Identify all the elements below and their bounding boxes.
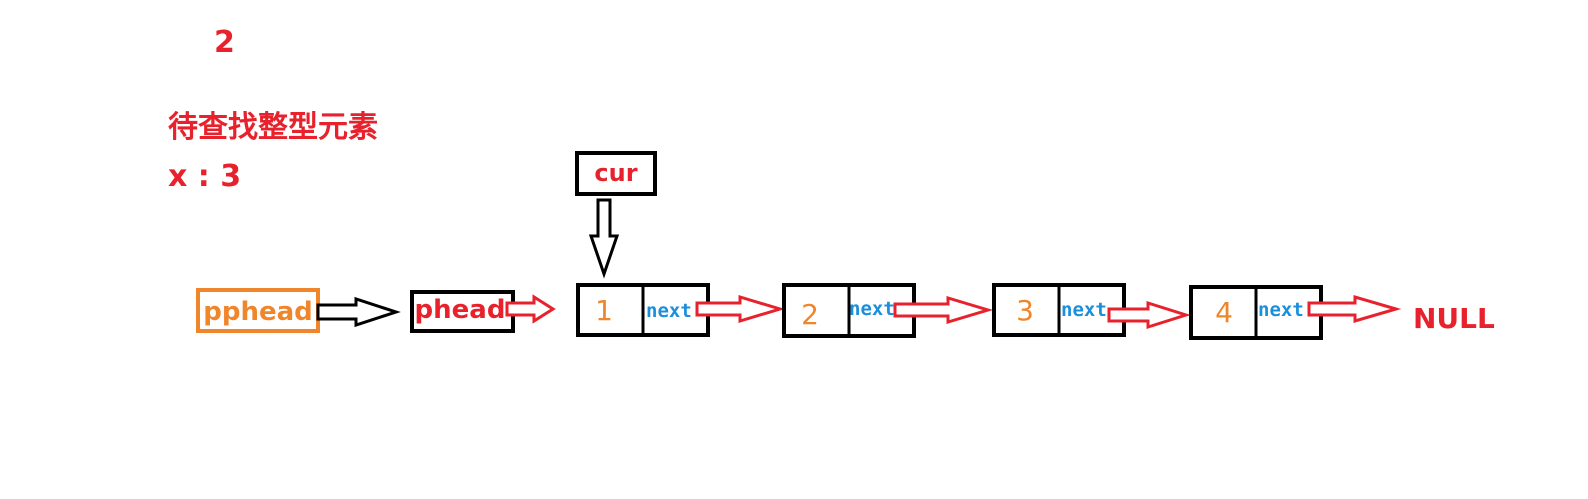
- cur-down-arrow: [588, 198, 620, 279]
- pphead-arrow: [316, 296, 401, 328]
- node-1: 1 next: [576, 283, 710, 337]
- node-3-next-arrow: [1107, 300, 1191, 330]
- node-1-next-arrow: [695, 294, 786, 324]
- node-4-value: 4: [1215, 296, 1233, 329]
- node-2-value: 2: [801, 298, 819, 331]
- node-3-next: next: [1061, 299, 1107, 321]
- node-2: 2 next: [782, 283, 916, 338]
- phead-arrow: [505, 294, 556, 324]
- phead-box: [410, 290, 515, 333]
- node-4-next-arrow: [1307, 294, 1402, 324]
- node-2-next-arrow: [893, 295, 994, 325]
- search-label: 待查找整型元素: [168, 110, 378, 145]
- pphead-label: pphead: [203, 297, 313, 327]
- node-4-next: next: [1258, 299, 1304, 321]
- node-1-next: next: [646, 300, 692, 322]
- null-label: NULL: [1413, 302, 1495, 335]
- cur-label: cur: [594, 159, 637, 187]
- step-number: 2: [214, 25, 235, 60]
- phead-label: phead: [415, 295, 506, 325]
- node-4: 4 next: [1189, 285, 1323, 340]
- cur-box: [575, 151, 657, 196]
- node-3: 3 next: [992, 283, 1126, 337]
- pphead-box: [196, 288, 320, 333]
- node-3-value: 3: [1016, 294, 1034, 327]
- node-1-value: 1: [595, 294, 613, 327]
- node-2-next: next: [849, 298, 895, 320]
- search-value: x : 3: [168, 159, 241, 194]
